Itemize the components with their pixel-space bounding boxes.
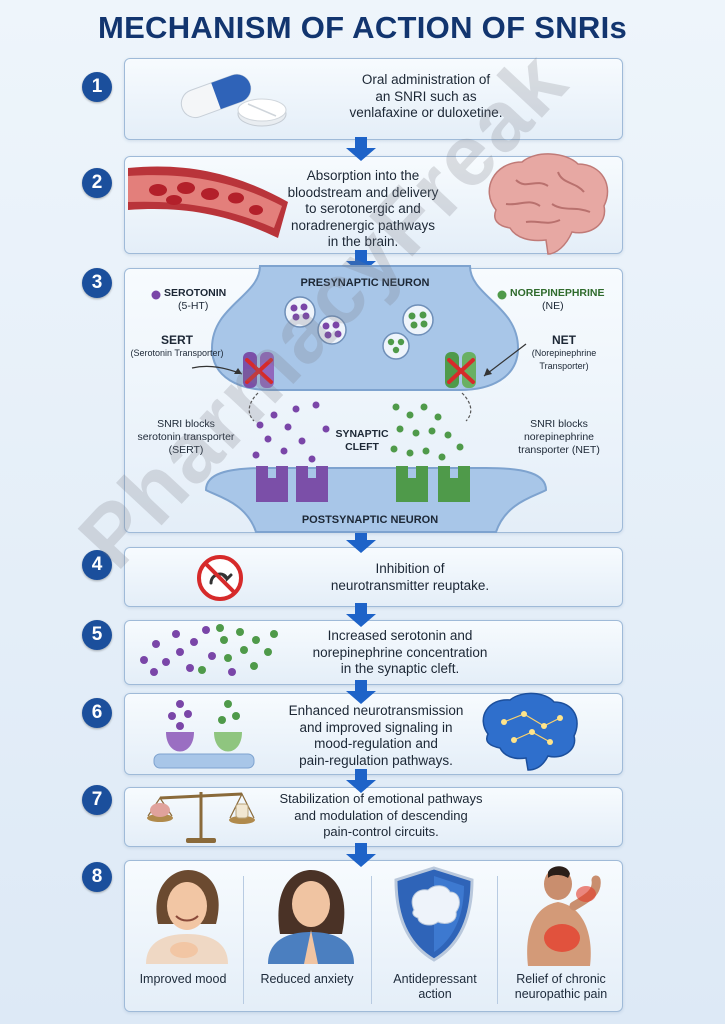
step-3-badge: 3 [82,268,112,298]
step-2-badge: 2 [82,168,112,198]
step-6-badge: 6 [82,698,112,728]
calm-woman-icon [268,870,354,964]
step-1-badge: 1 [82,72,112,102]
step-8-badge: 8 [82,862,112,892]
net-pointer [483,343,527,377]
down-arrow-icon [346,137,376,161]
sert-pointer [191,365,243,375]
outcome-label: Reduced anxiety [260,972,354,986]
outcome-divider [497,876,498,1004]
glowing-brain-icon [482,692,578,771]
step-7-badge: 7 [82,785,112,815]
serotonin-label: SEROTONIN(5-HT) [164,287,227,312]
balance-scale-icon [147,792,255,843]
page-title: MECHANISM OF ACTION OF SNRIs [97,10,628,45]
brain-icon [488,153,609,255]
down-arrow-icon [346,603,376,627]
vesicles [284,296,434,360]
norepinephrine-legend-dot [497,290,507,300]
outcome-label: Improved mood [139,972,227,986]
step-5-badge: 5 [82,620,112,650]
norepinephrine-label: NOREPINEPHRINE(NE) [510,287,605,312]
step-4-badge: 4 [82,550,112,580]
down-arrow-icon [346,680,376,704]
presynaptic-neuron [210,265,520,391]
sert-transporter-icon [243,352,274,388]
outcome-divider [371,876,372,1004]
down-arrow-icon [346,529,376,553]
down-arrow-icon [346,769,376,793]
serotonin-legend-dot [151,290,161,300]
postsynaptic-label: POSTSYNAPTIC NEURON [301,514,439,526]
blood-vessel-icon [128,166,288,238]
sert-label: SERT(Serotonin Transporter) [130,333,224,359]
presynaptic-label: PRESYNAPTIC NEURON [300,277,430,289]
increased-neurotransmitters-icon [140,624,278,676]
outcome-divider [243,876,244,1004]
synaptic-cleft-molecules [248,392,472,463]
down-arrow-icon [346,250,376,274]
down-arrow-icon [346,843,376,867]
back-pain-man-icon [527,866,601,966]
postsynaptic-receptors [256,466,470,502]
no-reuptake-icon [197,555,243,601]
receptor-signaling-icon [153,700,255,769]
net-transporter-icon [445,352,476,388]
smiling-woman-icon [146,870,228,964]
brain-shield-icon [394,866,474,962]
capsule-pill-icon [180,73,287,127]
